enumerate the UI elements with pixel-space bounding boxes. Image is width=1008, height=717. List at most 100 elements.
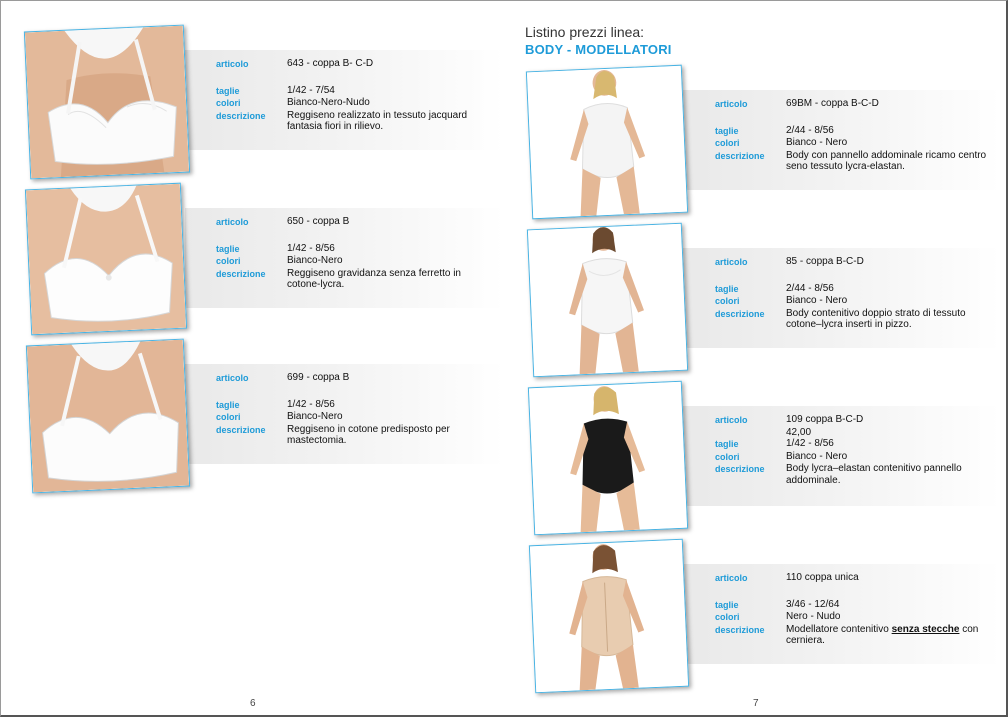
colori-row: colori Bianco-Nero (216, 255, 496, 268)
colori-row: colori Bianco - Nero (715, 295, 995, 308)
taglie-row: taglie 1/42 - 8/56 (216, 399, 496, 412)
taglie-value: 3/46 - 12/64 (786, 598, 840, 610)
info-band (185, 364, 505, 464)
articolo-row: articolo 650 - coppa B (216, 216, 496, 229)
articolo-label: articolo (715, 257, 748, 267)
taglie-value: 2/44 - 8/56 (786, 124, 834, 136)
colori-row: colori Nero - Nudo (715, 611, 995, 624)
section-header: Listino prezzi linea: BODY - MODELLATORI (525, 24, 672, 57)
descrizione-label: descrizione (715, 308, 765, 319)
product-info-69bm: articolo 69BM - coppa B-C-D taglie 2/44 … (715, 98, 995, 173)
taglie-label: taglie (216, 243, 240, 254)
descrizione-value: Reggiseno gravidanza senza ferretto in c… (287, 267, 461, 291)
articolo-value: 109 coppa B-C-D (786, 414, 864, 425)
colori-row: colori Bianco-Nero (216, 411, 496, 424)
info-band (683, 248, 1001, 348)
page-number-right: 7 (753, 698, 759, 709)
taglie-label: taglie (715, 283, 739, 294)
articolo-label: articolo (715, 415, 748, 425)
descrizione-emphasis: senza stecche (891, 623, 960, 635)
articolo-label: articolo (216, 59, 249, 69)
descrizione-value: Reggiseno realizzato in tessuto jacquard… (287, 109, 468, 133)
colori-label: colori (216, 98, 241, 108)
articolo-value: 69BM - coppa B-C-D (786, 98, 879, 109)
info-band (683, 90, 1001, 190)
descrizione-row: descrizione Reggiseno realizzato in tess… (216, 110, 496, 133)
descrizione-label: descrizione (715, 150, 765, 161)
descrizione-value: Body lycra–elastan contenitivo pannello … (786, 463, 962, 486)
taglie-row: taglie 2/44 - 8/56 (715, 283, 995, 296)
product-photo-body-85 (526, 222, 689, 378)
product-info-650: articolo 650 - coppa B taglie 1/42 - 8/5… (216, 216, 496, 291)
descrizione-row: descrizione Body contenitivo doppio stra… (715, 308, 995, 331)
colori-label: colori (216, 256, 241, 266)
product-photo-bra-650 (24, 182, 188, 336)
colori-value: Bianco-Nero-Nudo (287, 97, 370, 108)
articolo-value: 650 - coppa B (287, 216, 350, 227)
articolo-label: articolo (715, 573, 748, 583)
product-info-643: articolo 643 - coppa B- C-D taglie 1/42 … (216, 58, 496, 133)
price-value: 42,00 (786, 426, 812, 438)
taglie-row: taglie 1/42 - 8/56 (216, 243, 496, 256)
descrizione-tail: con cerniera. (786, 623, 979, 647)
taglie-label: taglie (715, 125, 739, 136)
articolo-label: articolo (216, 373, 249, 383)
descrizione-label: descrizione (216, 424, 266, 435)
product-info-109: articolo 109 coppa B-C-D 42,00 taglie 1/… (715, 414, 995, 486)
descrizione-label: descrizione (216, 268, 266, 279)
articolo-row: articolo 699 - coppa B (216, 372, 496, 385)
articolo-label: articolo (216, 217, 249, 227)
taglie-value: 1/42 - 8/56 (287, 242, 335, 254)
colori-row: colori Bianco - Nero (715, 451, 995, 464)
info-band (185, 208, 505, 308)
section-subtitle: BODY - MODELLATORI (525, 42, 672, 57)
colori-value: Nero - Nudo (786, 611, 841, 622)
taglie-row: taglie 2/44 - 8/56 (715, 125, 995, 138)
colori-value: Bianco-Nero (287, 411, 343, 422)
colori-label: colori (715, 296, 740, 306)
taglie-label: taglie (715, 599, 739, 610)
descrizione-value: Body con pannello addominale ricamo cent… (786, 149, 987, 173)
colori-value: Bianco - Nero (786, 450, 848, 462)
articolo-row: articolo 85 - coppa B-C-D (715, 256, 995, 269)
info-band (185, 50, 505, 150)
taglie-value: 1/42 - 7/54 (287, 84, 335, 96)
articolo-value: 85 - coppa B-C-D (786, 256, 864, 267)
taglie-value: 2/44 - 8/56 (786, 282, 834, 294)
colori-value: Bianco - Nero (786, 295, 848, 306)
articolo-value: 643 - coppa B- C-D (287, 58, 374, 69)
info-band (683, 406, 1001, 506)
descrizione-label: descrizione (715, 464, 765, 474)
colori-label: colori (715, 451, 740, 462)
colori-value: Bianco - Nero (786, 137, 848, 148)
articolo-label: articolo (715, 99, 748, 109)
taglie-row: taglie 3/46 - 12/64 (715, 599, 995, 612)
taglie-value: 1/42 - 8/56 (287, 398, 335, 410)
product-info-110: articolo 110 coppa unica taglie 3/46 - 1… (715, 572, 995, 647)
product-photo-body-109 (527, 380, 689, 536)
colori-row: colori Bianco-Nero-Nudo (216, 97, 496, 110)
articolo-row: articolo 643 - coppa B- C-D (216, 58, 496, 71)
taglie-row: taglie 1/42 - 7/54 (216, 85, 496, 98)
descrizione-value: Reggiseno in cotone predisposto per mast… (287, 423, 450, 447)
product-photo-bra-643 (23, 24, 191, 180)
taglie-value: 1/42 - 8/56 (786, 438, 834, 449)
info-band (683, 564, 1001, 664)
page-number-left: 6 (250, 698, 256, 709)
product-info-85: articolo 85 - coppa B-C-D taglie 2/44 - … (715, 256, 995, 331)
section-title: Listino prezzi linea: (525, 24, 645, 40)
taglie-row: taglie 1/42 - 8/56 (715, 438, 995, 451)
descrizione-label: descrizione (715, 624, 765, 635)
taglie-label: taglie (216, 399, 240, 410)
descrizione-text: Modellatore contenitivo (786, 623, 892, 635)
descrizione-value: Modellatore contenitivo senza stecche co… (786, 624, 995, 647)
descrizione-row: descrizione Reggiseno gravidanza senza f… (216, 268, 496, 291)
descrizione-row: descrizione Reggiseno in cotone predispo… (216, 424, 496, 447)
descrizione-row: descrizione Body lycra–elastan conteniti… (715, 463, 995, 486)
articolo-row: articolo 110 coppa unica (715, 572, 995, 585)
product-photo-bra-699 (25, 338, 191, 494)
colori-label: colori (715, 612, 740, 622)
colori-value: Bianco-Nero (287, 255, 343, 266)
descrizione-row: descrizione Body con pannello addominale… (715, 150, 995, 173)
